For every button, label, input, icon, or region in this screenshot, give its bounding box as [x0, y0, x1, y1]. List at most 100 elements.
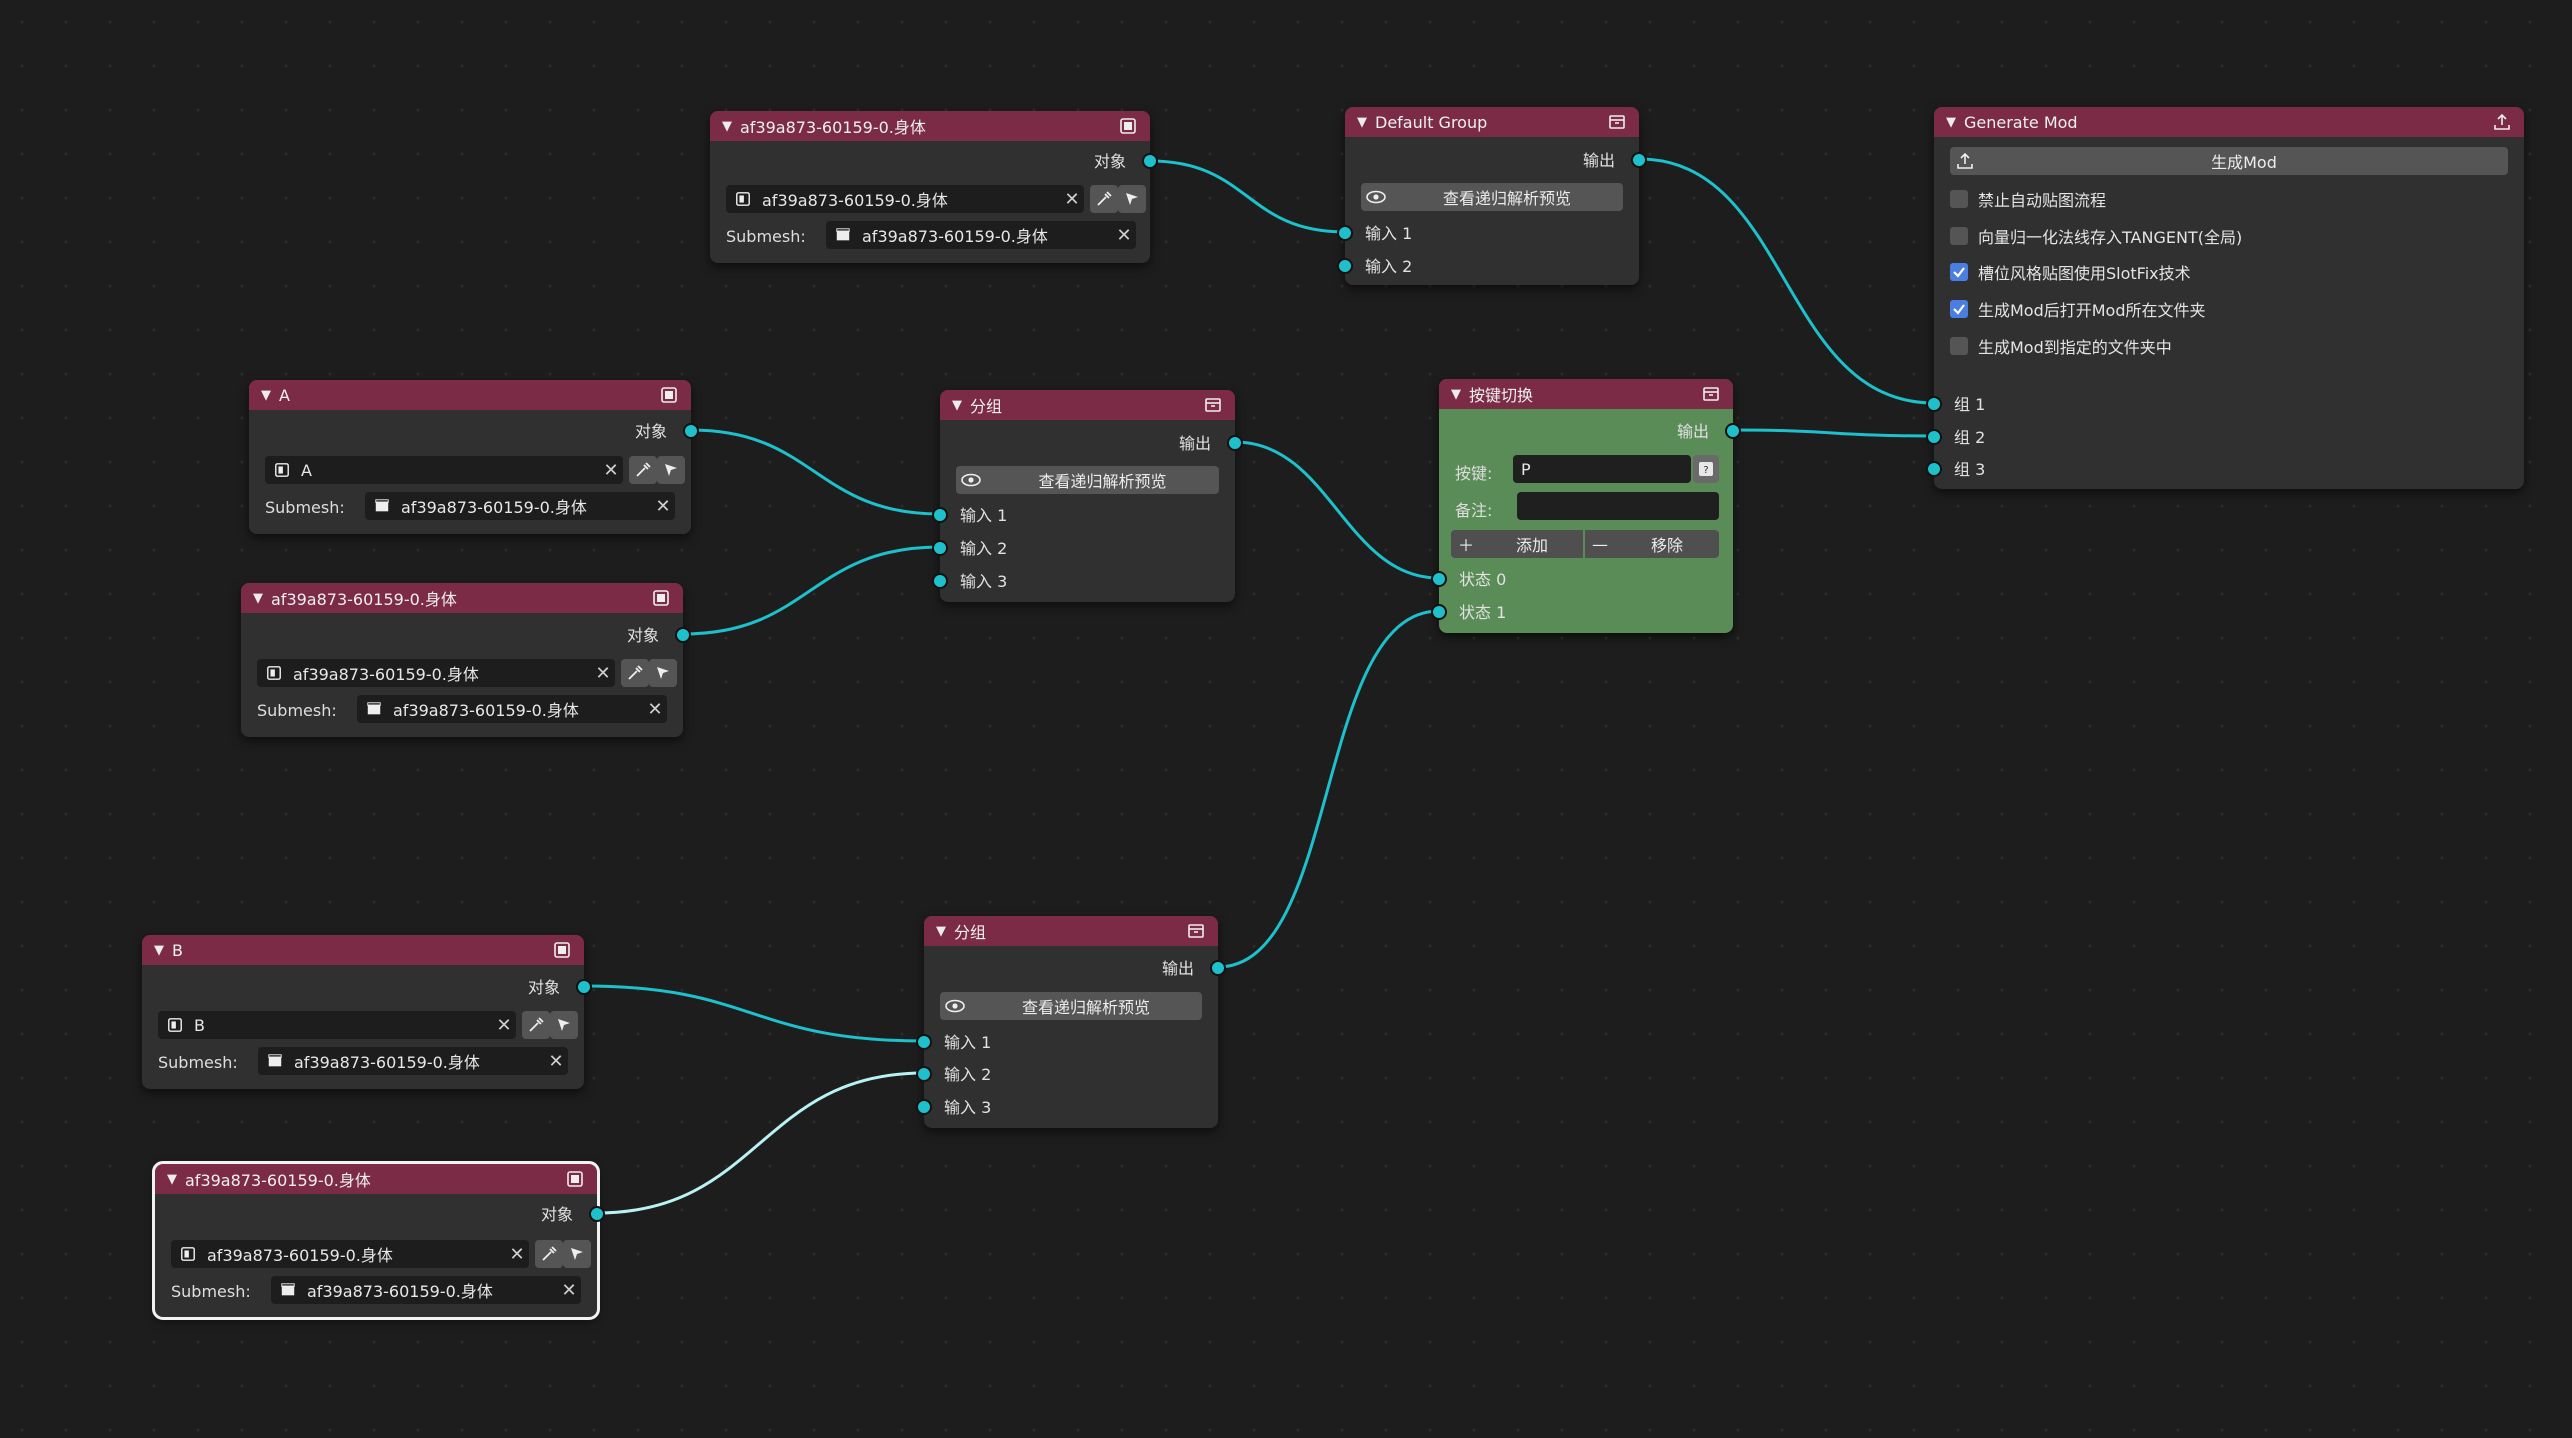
group-node-default[interactable]: ▼ Default Group 输出 查看递归解析预览 输入 1 输入 2	[1337, 107, 1647, 285]
input-socket[interactable]	[1337, 258, 1353, 274]
object-node[interactable]: ▼ B 对象 B ✕ Submesh: af39a873-60159-0.身体 …	[142, 935, 592, 1089]
chevron-down-icon[interactable]: ▼	[952, 397, 962, 413]
chevron-down-icon[interactable]: ▼	[261, 387, 271, 403]
clear-icon[interactable]: ✕	[561, 1279, 577, 1301]
chevron-down-icon[interactable]: ▼	[722, 118, 732, 134]
input-socket[interactable]	[932, 540, 948, 556]
option-disable-auto-texture[interactable]: 禁止自动贴图流程	[1950, 187, 2106, 211]
clear-icon[interactable]: ✕	[647, 698, 663, 720]
input-socket[interactable]	[916, 1099, 932, 1115]
node-header[interactable]: ▼ 按键切换	[1439, 379, 1733, 409]
checkbox-unchecked[interactable]	[1950, 227, 1968, 245]
object-node-selected[interactable]: ▼ af39a873-60159-0.身体 对象 af39a873-60159-…	[152, 1161, 605, 1320]
eyedropper-button[interactable]	[1090, 185, 1118, 213]
generate-mod-button[interactable]: 生成Mod	[1950, 147, 2508, 175]
key-input[interactable]: P	[1513, 455, 1691, 483]
preview-button[interactable]: 查看递归解析预览	[956, 466, 1219, 494]
chevron-down-icon[interactable]: ▼	[1451, 386, 1461, 402]
node-header[interactable]: ▼ B	[142, 935, 584, 965]
output-socket[interactable]	[1142, 153, 1158, 169]
checkbox-checked[interactable]	[1950, 263, 1968, 281]
input-socket[interactable]	[1926, 396, 1942, 412]
eyedropper-button[interactable]	[621, 659, 649, 687]
eyedropper-button[interactable]	[535, 1240, 563, 1268]
node-header[interactable]: ▼ af39a873-60159-0.身体	[710, 111, 1150, 141]
select-arrow-button[interactable]	[563, 1240, 591, 1268]
select-arrow-button[interactable]	[657, 456, 685, 484]
output-socket[interactable]	[576, 979, 592, 995]
node-header[interactable]: ▼ Generate Mod	[1934, 107, 2524, 137]
output-socket[interactable]	[589, 1206, 605, 1222]
object-field[interactable]: A ✕	[265, 456, 623, 484]
note-input[interactable]	[1517, 492, 1719, 520]
object-field[interactable]: af39a873-60159-0.身体 ✕	[171, 1240, 529, 1268]
object-field[interactable]: B ✕	[158, 1011, 516, 1039]
submesh-field[interactable]: af39a873-60159-0.身体 ✕	[826, 221, 1136, 249]
clear-icon[interactable]: ✕	[603, 459, 619, 481]
chevron-down-icon[interactable]: ▼	[1946, 114, 1956, 130]
checkbox-unchecked[interactable]	[1950, 190, 1968, 208]
input-socket[interactable]	[932, 507, 948, 523]
submesh-field[interactable]: af39a873-60159-0.身体 ✕	[365, 492, 675, 520]
input-socket[interactable]	[1431, 604, 1447, 620]
object-node[interactable]: ▼ af39a873-60159-0.身体 对象 af39a873-60159-…	[710, 111, 1158, 263]
clear-icon[interactable]: ✕	[1064, 188, 1080, 210]
input-socket[interactable]	[1926, 429, 1942, 445]
option-open-folder[interactable]: 生成Mod后打开Mod所在文件夹	[1950, 297, 2206, 321]
chevron-down-icon[interactable]: ▼	[167, 1171, 177, 1187]
clear-icon[interactable]: ✕	[496, 1014, 512, 1036]
select-arrow-button[interactable]	[1118, 185, 1146, 213]
input-socket[interactable]	[1926, 461, 1942, 477]
node-header[interactable]: ▼ 分组	[940, 390, 1235, 420]
key-capture-button[interactable]: ?	[1693, 455, 1719, 483]
node-header[interactable]: ▼ Default Group	[1345, 107, 1639, 137]
node-header[interactable]: ▼ A	[249, 380, 691, 410]
clear-icon[interactable]: ✕	[509, 1243, 525, 1265]
add-state-button[interactable]: ＋ 添加	[1451, 530, 1583, 558]
output-socket[interactable]	[675, 627, 691, 643]
chevron-down-icon[interactable]: ▼	[253, 590, 263, 606]
checkbox-unchecked[interactable]	[1950, 337, 1968, 355]
clear-icon[interactable]: ✕	[1116, 224, 1132, 246]
node-header[interactable]: ▼ af39a873-60159-0.身体	[241, 583, 683, 613]
generate-mod-node[interactable]: ▼ Generate Mod 生成Mod 禁止自动贴图流程 向量归一化法线存入T…	[1926, 107, 2524, 489]
clear-icon[interactable]: ✕	[595, 662, 611, 684]
eyedropper-button[interactable]	[629, 456, 657, 484]
submesh-field[interactable]: af39a873-60159-0.身体 ✕	[271, 1276, 581, 1304]
object-node[interactable]: ▼ af39a873-60159-0.身体 对象 af39a873-60159-…	[241, 583, 691, 737]
chevron-down-icon[interactable]: ▼	[936, 923, 946, 939]
group-node[interactable]: ▼ 分组 输出 查看递归解析预览 输入 1 输入 2 输入 3	[916, 916, 1226, 1128]
output-socket[interactable]	[683, 423, 699, 439]
option-output-folder[interactable]: 生成Mod到指定的文件夹中	[1950, 334, 2172, 358]
output-socket[interactable]	[1227, 435, 1243, 451]
key-switch-node[interactable]: ▼ 按键切换 输出 按键: P ? 备注: ＋ 添加 — 移除 状态 0 状态 …	[1431, 379, 1741, 633]
group-node[interactable]: ▼ 分组 输出 查看递归解析预览 输入 1 输入 2 输入 3	[932, 390, 1243, 602]
output-socket[interactable]	[1725, 423, 1741, 439]
object-node[interactable]: ▼ A 对象 A ✕ Submesh: af39a873-60159-0.身体 …	[249, 380, 699, 534]
preview-button[interactable]: 查看递归解析预览	[1361, 183, 1623, 211]
select-arrow-button[interactable]	[550, 1011, 578, 1039]
eyedropper-button[interactable]	[522, 1011, 550, 1039]
node-header[interactable]: ▼ 分组	[924, 916, 1218, 946]
input-socket[interactable]	[916, 1066, 932, 1082]
output-socket[interactable]	[1210, 960, 1226, 976]
object-field[interactable]: af39a873-60159-0.身体 ✕	[726, 185, 1084, 213]
input-socket[interactable]	[916, 1034, 932, 1050]
clear-icon[interactable]: ✕	[548, 1050, 564, 1072]
chevron-down-icon[interactable]: ▼	[1357, 114, 1367, 130]
input-socket[interactable]	[1337, 225, 1353, 241]
chevron-down-icon[interactable]: ▼	[154, 942, 164, 958]
input-socket[interactable]	[1431, 571, 1447, 587]
object-field[interactable]: af39a873-60159-0.身体 ✕	[257, 659, 615, 687]
node-header[interactable]: ▼ af39a873-60159-0.身体	[155, 1164, 597, 1194]
checkbox-checked[interactable]	[1950, 300, 1968, 318]
clear-icon[interactable]: ✕	[655, 495, 671, 517]
select-arrow-button[interactable]	[649, 659, 677, 687]
option-normalize-tangent[interactable]: 向量归一化法线存入TANGENT(全局)	[1950, 224, 2242, 248]
output-socket[interactable]	[1631, 152, 1647, 168]
option-slotfix[interactable]: 槽位风格贴图使用SlotFix技术	[1950, 260, 2191, 284]
preview-button[interactable]: 查看递归解析预览	[940, 992, 1202, 1020]
input-socket[interactable]	[932, 573, 948, 589]
submesh-field[interactable]: af39a873-60159-0.身体 ✕	[258, 1047, 568, 1075]
remove-state-button[interactable]: — 移除	[1585, 530, 1719, 558]
